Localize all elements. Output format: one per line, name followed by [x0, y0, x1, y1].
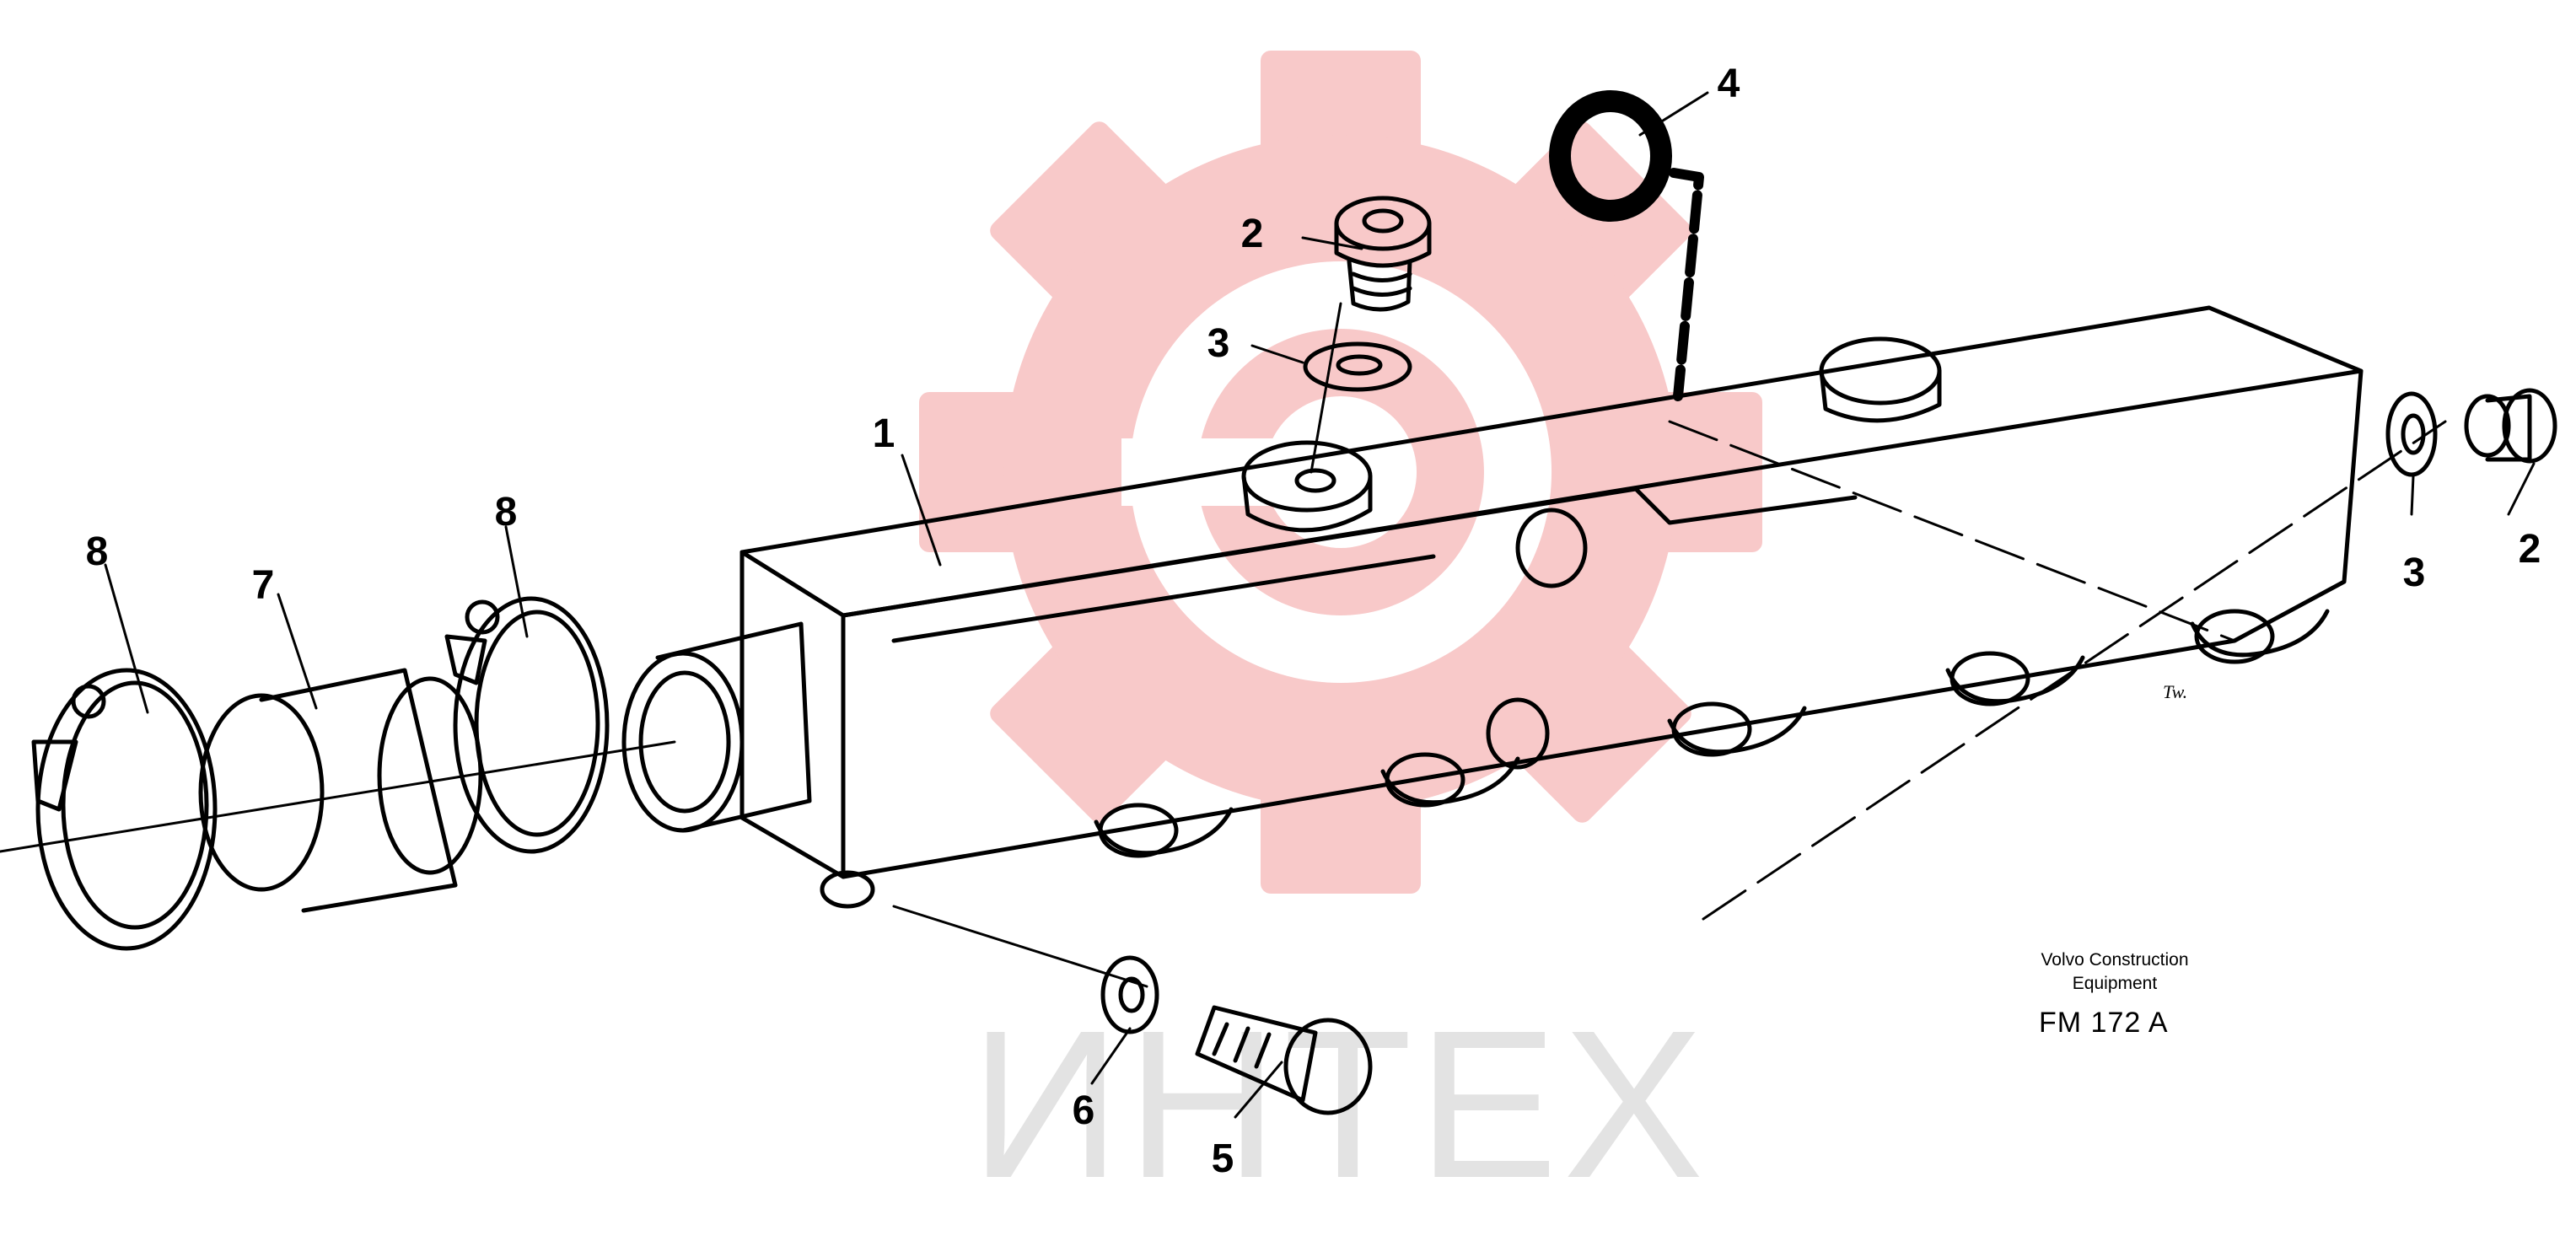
- manufacturer-line-1: Volvo Construction: [2041, 950, 2189, 970]
- plug-right-screw: [2464, 388, 2557, 464]
- watermark-text: ИНТЕХ: [970, 986, 1709, 1222]
- plug-top: [1334, 196, 1432, 312]
- callout-part-8-mid: 8: [494, 490, 518, 535]
- manufacturer-line-2: Equipment: [2072, 974, 2158, 993]
- callout-part-5: 5: [1211, 1136, 1234, 1181]
- washer-bolt: [1100, 955, 1159, 1034]
- callout-part-6: 6: [1072, 1088, 1095, 1133]
- bolt: [1195, 1005, 1373, 1115]
- callout-part-8-left: 8: [85, 529, 109, 574]
- callout-part-3-right: 3: [2402, 551, 2426, 595]
- callout-part-7: 7: [251, 563, 275, 608]
- washer-top: [1303, 341, 1412, 392]
- manifold-body: [621, 305, 2364, 909]
- manufacturer-caption: Volvo Construction Equipment: [2005, 948, 2224, 996]
- figure-code: FM 172 A: [2039, 1007, 2169, 1039]
- hose-sleeve: [198, 668, 483, 913]
- callout-part-2-right: 2: [2518, 527, 2541, 572]
- hose-clamp-left: [31, 668, 218, 951]
- drawing-initials: Tw.: [2163, 681, 2188, 702]
- callout-part-2-top: 2: [1240, 212, 1264, 256]
- callout-part-4: 4: [1717, 62, 1740, 106]
- hose-clamp-mid: [444, 596, 610, 854]
- plug-right: [2385, 391, 2438, 477]
- callout-part-1: 1: [872, 411, 895, 456]
- callout-part-3-top: 3: [1207, 321, 1230, 366]
- o-ring: [1549, 90, 1672, 222]
